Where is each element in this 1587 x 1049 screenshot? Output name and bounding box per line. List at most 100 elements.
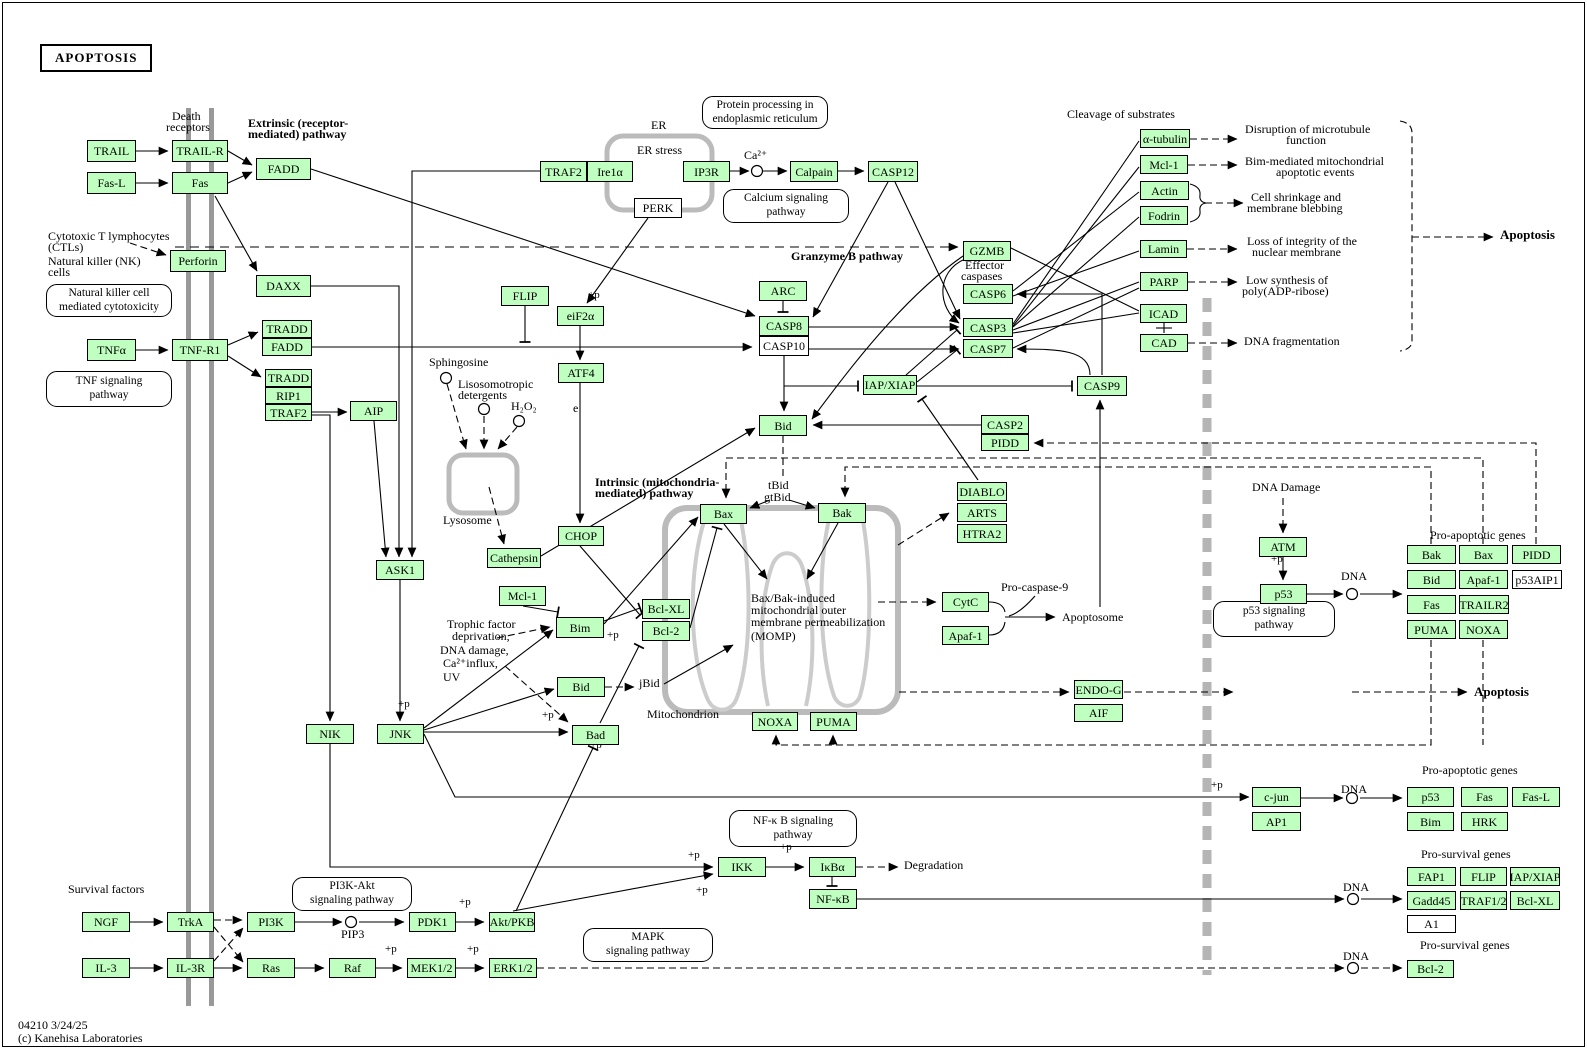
node-mcl1-r[interactable]: Mcl-1 [1140,155,1188,174]
node-aktpkb[interactable]: Akt/PKB [489,912,535,932]
node-p53aip1[interactable]: p53AIP1 [1512,570,1562,589]
node-puma-g[interactable]: PUMA [1407,620,1456,639]
compound-circle[interactable] [1346,961,1360,975]
compound-circle[interactable] [512,414,526,428]
node-il3r[interactable]: IL-3R [167,958,214,978]
node-bclxl[interactable]: Bcl-XL [642,599,690,619]
node-pidd-p[interactable]: PIDD [981,434,1029,451]
node-trail[interactable]: TRAIL [87,140,136,162]
node-cytc[interactable]: CytC [942,592,989,612]
node-icad[interactable]: ICAD [1140,304,1187,323]
node-fas-l[interactable]: Fas-L [87,172,136,194]
node-actin[interactable]: Actin [1140,181,1189,200]
node-tradd2[interactable]: TRADD [265,369,312,387]
node-atm[interactable]: ATM [1259,537,1307,557]
node-gzmb[interactable]: GZMB [963,241,1011,261]
node-bid-g[interactable]: Bid [1407,570,1456,589]
node-tnf-r1[interactable]: TNF-R1 [172,339,228,361]
node-bim-2[interactable]: Bim [1407,812,1454,831]
compound-circle[interactable] [750,164,764,178]
node-pi3k[interactable]: PI3K [247,912,295,932]
node-daxx[interactable]: DAXX [256,275,311,297]
node-trka[interactable]: TrkA [167,912,214,932]
node-pdk1[interactable]: PDK1 [409,912,456,932]
node-fasl-2[interactable]: Fas-L [1512,787,1560,807]
node-bclxl-2[interactable]: Bcl-XL [1510,891,1560,910]
node-cad[interactable]: CAD [1140,334,1188,352]
compound-circle[interactable] [1345,587,1359,601]
node-noxa-g[interactable]: NOXA [1459,620,1508,639]
node-bid-l[interactable]: Bid [557,677,605,697]
node-fadd[interactable]: FADD [256,158,311,180]
node-casp7[interactable]: CASP7 [963,339,1013,358]
node-pidd-g[interactable]: PIDD [1512,545,1561,564]
node-mek12[interactable]: MEK1/2 [407,958,456,978]
node-il3[interactable]: IL-3 [82,958,130,978]
node-fadd2[interactable]: FADD [262,338,312,356]
node-cathepsin[interactable]: Cathepsin [487,548,541,568]
node-fas-2[interactable]: Fas [1461,787,1508,807]
node-trailr2[interactable]: TRAILR2 [1459,595,1509,614]
node-casp10[interactable]: CASP10 [759,336,809,356]
node-bim[interactable]: Bim [556,617,604,638]
node-ikk[interactable]: IKK [718,857,766,877]
node-casp12[interactable]: CASP12 [868,161,918,182]
node-nik[interactable]: NIK [306,724,354,744]
node-bid-c[interactable]: Bid [759,415,807,436]
node-eif2a[interactable]: eiF2α [557,306,604,326]
node-tradd1[interactable]: TRADD [262,320,312,338]
node-bax-g[interactable]: Bax [1459,545,1508,564]
node-a1[interactable]: A1 [1407,915,1456,933]
compound-circle[interactable] [1346,892,1360,906]
node-casp3[interactable]: CASP3 [963,318,1013,337]
node-ras[interactable]: Ras [247,958,295,978]
node-traf2a[interactable]: TRAF2 [540,161,587,182]
node-gadd45[interactable]: Gadd45 [1407,891,1456,910]
node-mcl1-l[interactable]: Mcl-1 [499,586,546,606]
node-erk12[interactable]: ERK1/2 [489,958,537,978]
node-a-tubulin[interactable]: α-tubulin [1140,129,1190,148]
node-apaf1-g[interactable]: Apaf-1 [1459,570,1508,589]
node-bak-g[interactable]: Bak [1407,545,1456,564]
node-aip[interactable]: AIP [350,401,397,421]
node-bad[interactable]: Bad [572,725,619,745]
node-casp9[interactable]: CASP9 [1077,376,1127,396]
node-traf12[interactable]: TRAF1/2 [1460,891,1507,910]
node-arts[interactable]: ARTS [957,503,1007,522]
node-traf2b[interactable]: TRAF2 [265,404,312,421]
node-casp2[interactable]: CASP2 [981,415,1029,434]
node-arc[interactable]: ARC [759,281,807,301]
node-iapxiap[interactable]: IAP/XIAP [863,375,917,395]
node-htra2[interactable]: HTRA2 [957,524,1007,543]
node-iapxiap-2[interactable]: IAP/XIAP [1510,867,1560,886]
node-casp6[interactable]: CASP6 [963,284,1013,304]
node-chop[interactable]: CHOP [558,526,604,546]
node-fas[interactable]: Fas [172,172,228,194]
node-ikba[interactable]: IκBα [809,857,856,877]
node-ngf[interactable]: NGF [82,912,130,932]
compound-circle[interactable] [477,402,491,416]
node-casp8[interactable]: CASP8 [759,316,809,336]
node-ap1[interactable]: AP1 [1252,812,1301,831]
node-flip-2[interactable]: FLIP [1460,867,1507,886]
node-tnfa[interactable]: TNFα [87,339,136,361]
node-bak[interactable]: Bak [818,503,866,523]
node-diablo[interactable]: DIABLO [957,482,1007,501]
node-raf[interactable]: Raf [329,958,376,978]
node-endog[interactable]: ENDO-G [1074,680,1123,699]
node-puma[interactable]: PUMA [810,712,857,731]
node-hrk[interactable]: HRK [1461,812,1508,831]
compound-circle[interactable] [439,371,453,385]
node-ip3r[interactable]: IP3R [683,161,730,182]
node-aif[interactable]: AIF [1074,704,1123,722]
node-p53-2[interactable]: p53 [1407,787,1454,807]
node-fap1[interactable]: FAP1 [1407,867,1456,886]
node-jnk[interactable]: JNK [377,724,424,744]
node-fodrin[interactable]: Fodrin [1140,206,1188,225]
